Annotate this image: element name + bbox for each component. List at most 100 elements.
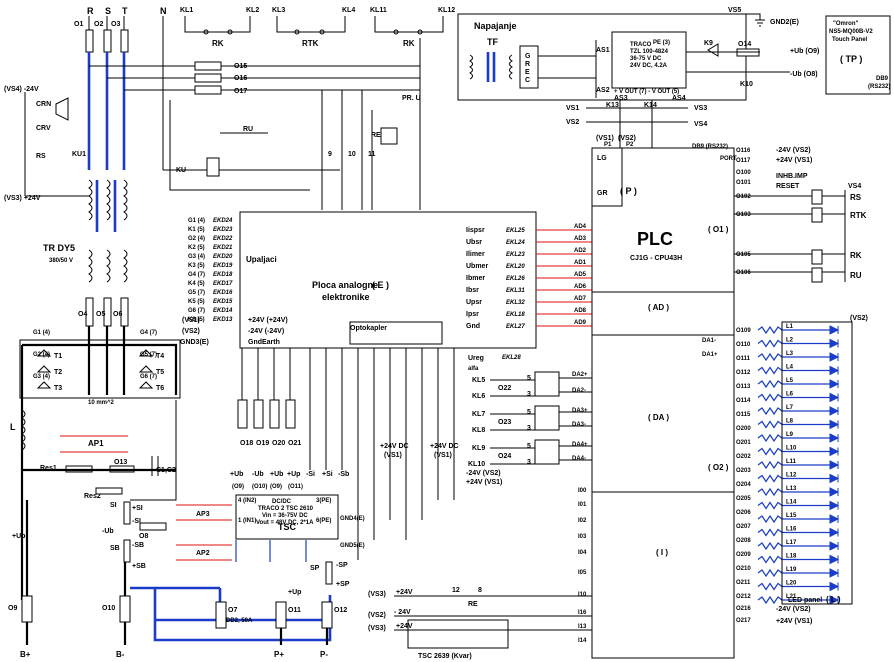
o19-label: O19 [256,440,269,447]
vs4-left-label: (VS4) -24V [4,86,39,93]
kl5-label: KL5 [472,377,485,384]
sp-label: SP [310,565,320,572]
plus-si-label: +SI [132,505,143,512]
kl10-n1: 3 [527,459,531,466]
fuse-sub-o11: (O11) [288,484,303,490]
gate-g2: G2 (4) [33,352,50,358]
tsc2639-frame [407,619,509,649]
o210: O210 [736,566,751,572]
i02: I02 [578,518,587,524]
da2-minus: DA2- [572,388,586,394]
ekl31: EKL31 [506,288,525,294]
kl8-label: KL8 [472,427,485,434]
vs5-label: VS5 [728,7,741,14]
led-label: L12 [786,473,797,479]
ku-coil [206,157,220,177]
omron-panel: "Omron" NS5-MQ00B-V2 Touch Panel ( TP ) … [825,15,891,95]
led-label: L3 [786,351,794,357]
minus-si-label: -SI [132,518,141,525]
o211: O211 [736,580,751,586]
shunt-si [123,501,131,525]
r-iispsr: Iispsr [466,227,485,234]
ku1-label: KU1 [72,151,86,158]
plc-sub: CJ1G - CPU43H [630,255,682,262]
ekl28-label: EKL28 [502,355,521,361]
fuse-sub-o10: (O10) [252,484,267,490]
napajanje-block: Napajanje TF G R E C TRACO TZL 100-4824 … [457,7,819,102]
o101-pin: O101 [736,180,751,186]
rk-top-label: RK [212,39,224,48]
si-label: SI [110,502,117,509]
in-g4: G4 (7) [188,272,205,278]
plc-p2: P2 [626,142,634,148]
fuse-o7 [215,601,227,629]
as1-label: AS1 [596,47,610,54]
da3-minus: DA3- [572,422,586,428]
led-resistor [757,447,830,456]
tsc-frame [235,494,339,540]
plc-i: ( I ) [656,548,668,557]
led-icon [829,338,840,349]
led-icon [829,446,840,457]
tp-label: ( TP ) [840,54,862,64]
kl3-label: KL3 [272,7,285,14]
ru-label: RU [243,126,253,133]
o112: O112 [736,370,751,376]
o8-label: O8 [139,533,148,540]
tr-label: TR DY5 [43,243,75,253]
kl10-label: KL10 [468,461,485,468]
plc-block: LG GR ( P ) PLC CJ1G - CPU43H ( AD ) ( D… [572,135,737,659]
thy-t1: T1 [54,353,62,360]
led-resistor [757,352,830,362]
omron-rs232: (RS232) [868,84,890,90]
gate-g6: G6 (7) [140,374,157,380]
ku-label: KU [176,167,186,174]
ekd21: EKD21 [213,245,233,251]
led-label: L10 [786,446,797,452]
fuse-o16 [194,73,222,83]
ploca-m24: -24V (-24V) [248,328,284,335]
i05: I05 [578,570,587,576]
vs2-24-label: -24V (VS2) [466,470,501,477]
led-resistor [757,582,830,591]
da3-plus: DA3+ [572,408,588,414]
r-ibsr: Ibsr [466,287,479,294]
o114: O114 [736,398,751,404]
plc-db9: DB9 (RS232) [692,144,728,150]
fuse-o3-label: O3 [111,21,120,28]
fuse-o1-label: O1 [74,21,83,28]
dc24-1: +24V DC [380,443,409,450]
fuse-sub-o9b: (O9) [270,484,282,490]
dc24-1-sub: (VS1) [384,452,402,459]
da1-plus: DA1+ [702,352,718,358]
ad7: AD7 [574,296,587,302]
o18-label: O18 [240,440,253,447]
o202: O202 [736,454,751,460]
led-label: L20 [786,581,797,587]
thy-t3: T3 [54,385,62,392]
o12-label: O12 [334,607,347,614]
upper-mid: RU KU RE PR. U 9 10 11 [163,38,421,210]
ploca-p24: +24V (+24V) [248,317,288,324]
led-icon [829,487,840,497]
pplus-label: P+ [274,650,284,659]
in-k5: K5 (5) [188,299,205,305]
traco-line2: TZL 100-4824 [630,49,669,55]
ekd14: EKD14 [213,308,233,314]
led-label: L14 [786,500,797,506]
sub-plus-ub: +Ub [230,471,243,478]
opto-label: Optokapler [350,325,387,332]
o100-text: INHB.IMP [776,173,808,180]
ekd13: EKD13 [213,317,233,323]
fuse-o20 [269,399,280,429]
fuse-o15-label: O15 [234,63,247,70]
fuse-o11 [275,601,287,629]
i16: I16 [578,610,587,616]
alfa-label: alfa [468,366,479,372]
ekl27: EKL27 [506,324,525,330]
tsc-pin-6pe: 6(PE) [316,518,331,524]
led-resistor [757,555,830,564]
led-resistor [757,420,830,429]
o10-label: O10 [102,605,115,612]
